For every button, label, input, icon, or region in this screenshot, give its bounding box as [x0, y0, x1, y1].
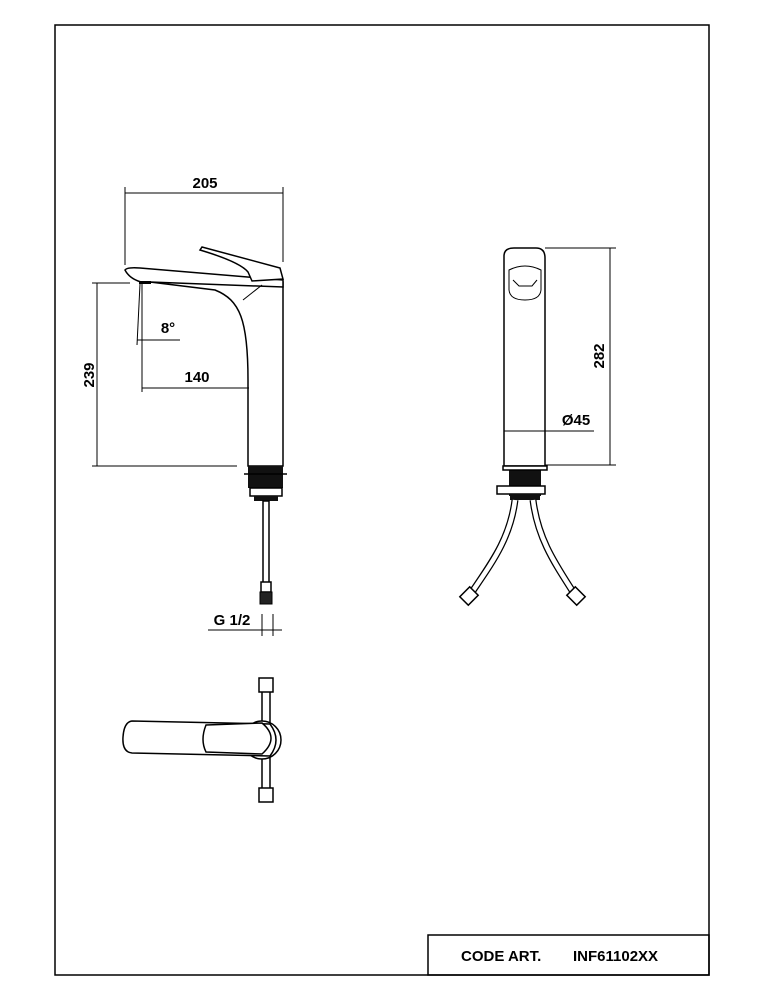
dim-diameter-label: Ø45 — [562, 412, 590, 429]
supply-pipe — [262, 500, 270, 586]
dim-angle-label: 8° — [161, 320, 175, 337]
side-view: 205 239 8° 140 G 1/2 — [81, 175, 287, 636]
code-value: INF61102XX — [573, 948, 658, 965]
mounting-base — [248, 466, 283, 488]
code-label: CODE ART. — [461, 948, 541, 965]
front-view: 282 Ø45 — [458, 247, 616, 607]
lever — [198, 246, 284, 282]
front-body — [503, 247, 546, 467]
dim-239-label: 239 — [81, 362, 98, 387]
dim-282-label: 282 — [591, 343, 608, 368]
dim-140-label: 140 — [184, 369, 209, 386]
dim-connection-label: G 1/2 — [214, 612, 251, 629]
top-view — [122, 677, 282, 803]
faucet-body — [149, 281, 284, 467]
dim-205-label: 205 — [192, 175, 217, 192]
spout — [124, 267, 284, 288]
drawing-frame — [54, 24, 710, 976]
title-block: CODE ART. INF61102XX — [427, 934, 710, 976]
